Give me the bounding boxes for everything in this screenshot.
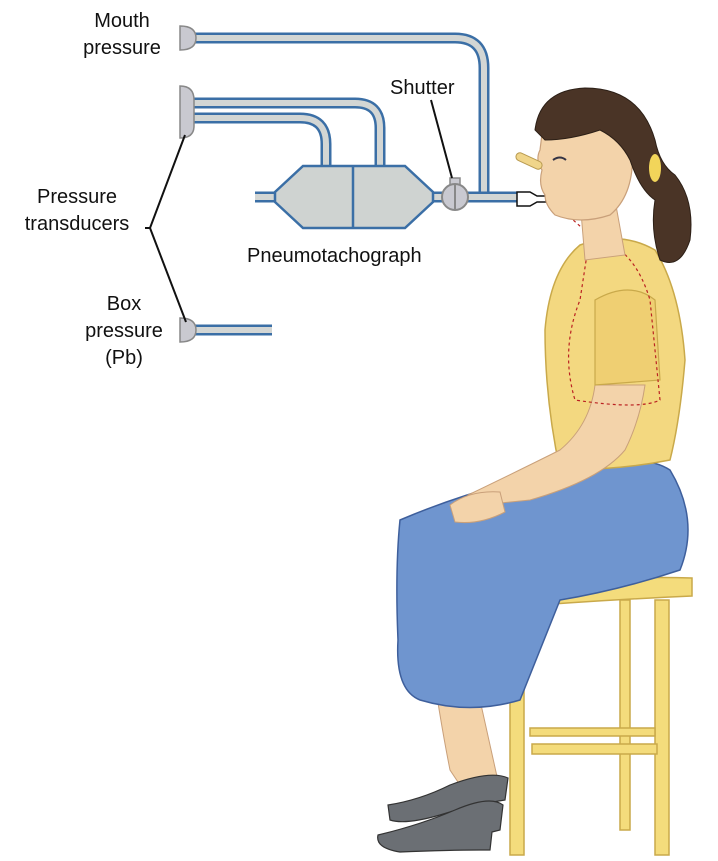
arm <box>467 384 646 506</box>
mouth-pressure-tube <box>185 32 490 198</box>
leader-lines <box>145 99 453 323</box>
box-pressure-transducer <box>179 317 197 343</box>
mouthpiece <box>516 191 547 207</box>
nose-clip <box>515 152 543 170</box>
pneumotachograph <box>273 164 435 230</box>
flow-pressure-transducer <box>179 85 195 139</box>
pneumotachograph-label: Pneumotachograph <box>247 245 422 267</box>
shoes <box>377 774 509 853</box>
hair <box>534 87 692 263</box>
sleeve <box>594 289 661 386</box>
shutter-label: Shutter <box>390 77 455 99</box>
hair-tie <box>649 154 661 182</box>
pneumotachograph-tubes <box>185 97 520 203</box>
hand <box>449 491 506 523</box>
shutter-valve <box>441 177 469 211</box>
eye <box>552 156 567 161</box>
mouth-pressure-transducer <box>179 25 197 51</box>
